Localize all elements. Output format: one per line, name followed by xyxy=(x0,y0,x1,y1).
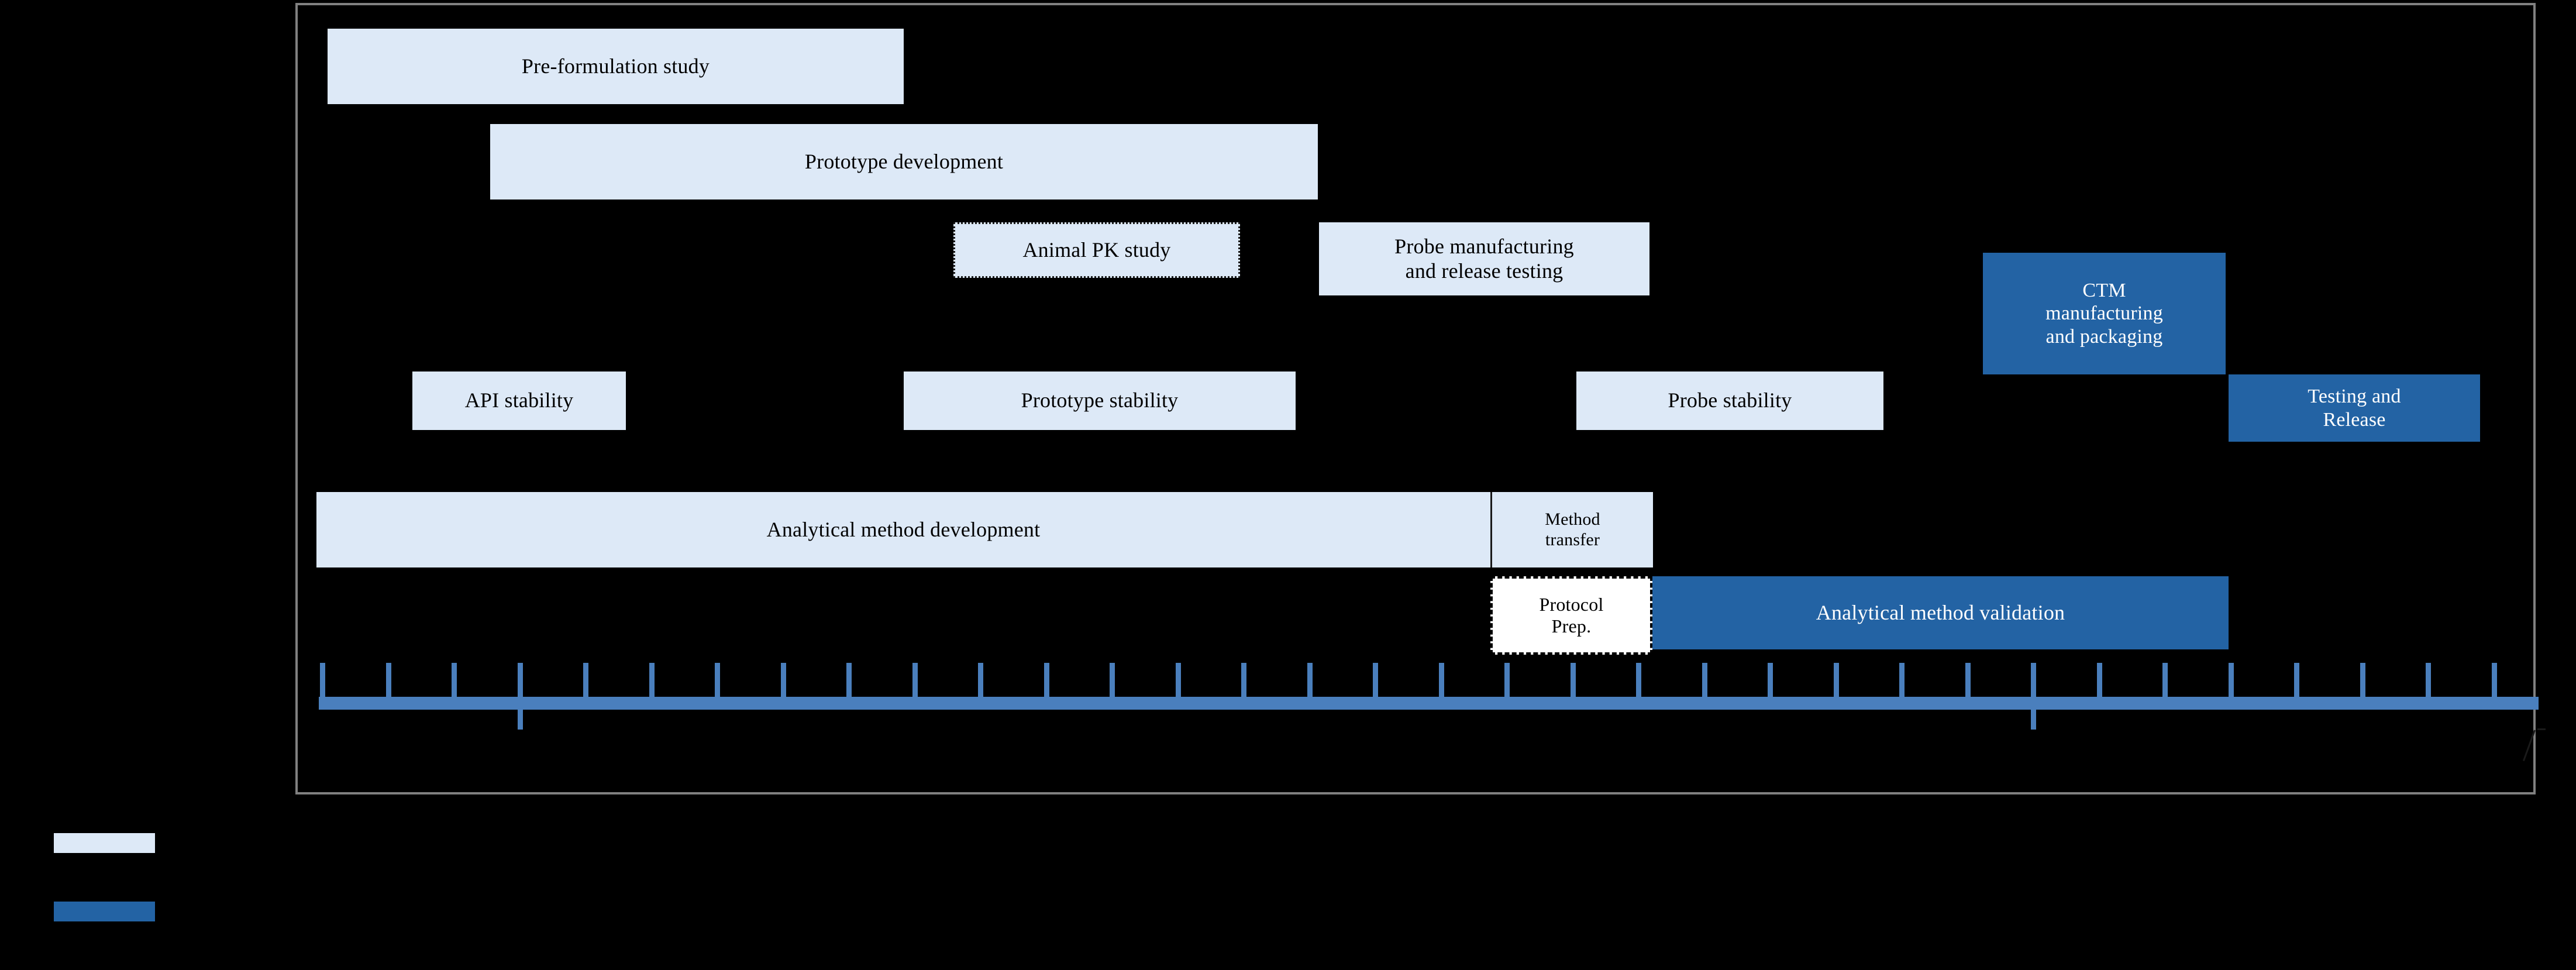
task-bar-probe-stability[interactable]: Probe stability xyxy=(1576,372,1883,430)
legend-swatch-light xyxy=(54,833,155,853)
axis-tick xyxy=(1571,663,1576,697)
task-label: API stability xyxy=(464,388,574,412)
task-label: Animal PK study xyxy=(1022,238,1171,262)
axis-tick xyxy=(1044,663,1049,697)
axis-tick xyxy=(2492,663,2497,697)
axis-tick xyxy=(1504,663,1510,697)
axis-tick-major xyxy=(2031,710,2036,730)
axis-tick xyxy=(912,663,918,697)
timeline-axis[interactable] xyxy=(319,697,2539,710)
task-bar-ctm-manufacturing[interactable]: CTM manufacturing and packaging xyxy=(1983,253,2226,374)
task-bar-prototype-stability[interactable]: Prototype stability xyxy=(904,372,1296,430)
legend-item-light[interactable] xyxy=(54,833,166,853)
legend-swatch-dark xyxy=(54,902,155,921)
axis-end-dash-icon xyxy=(2537,728,2546,730)
task-bar-testing-and-release[interactable]: Testing and Release xyxy=(2229,374,2480,442)
axis-tick xyxy=(1176,663,1181,697)
task-label: Testing and Release xyxy=(2308,386,2401,431)
task-label: CTM manufacturing and packaging xyxy=(2045,280,2163,348)
axis-tick xyxy=(2162,663,2168,697)
task-label: Probe stability xyxy=(1668,388,1792,412)
axis-tick xyxy=(978,663,983,697)
axis-tick xyxy=(715,663,720,697)
axis-tick xyxy=(1834,663,1839,697)
axis-tick xyxy=(518,663,523,697)
axis-tick xyxy=(1965,663,1971,697)
axis-tick xyxy=(649,663,655,697)
task-bar-protocol-prep[interactable]: Protocol Prep. xyxy=(1490,576,1652,655)
axis-tick xyxy=(1768,663,1773,697)
task-bar-analytical-method-development[interactable]: Analytical method development xyxy=(316,492,1490,567)
task-label: Prototype development xyxy=(804,149,1004,173)
axis-tick xyxy=(1307,663,1313,697)
task-label: Analytical method validation xyxy=(1816,600,2065,624)
axis-tick xyxy=(1899,663,1905,697)
task-bar-pre-formulation-study[interactable]: Pre-formulation study xyxy=(328,29,904,104)
axis-tick xyxy=(1702,663,1707,697)
axis-tick xyxy=(2294,663,2299,697)
task-label: Probe manufacturing and release testing xyxy=(1394,235,1574,283)
task-bar-analytical-method-validation[interactable]: Analytical method validation xyxy=(1652,576,2229,649)
axis-tick xyxy=(781,663,786,697)
axis-tick xyxy=(2229,663,2234,697)
chart-panel: Pre-formulation study Prototype developm… xyxy=(295,3,2536,794)
axis-tick xyxy=(846,663,852,697)
axis-tick-major xyxy=(518,710,523,730)
axis-tick xyxy=(2031,663,2036,697)
task-bar-prototype-development[interactable]: Prototype development xyxy=(490,124,1318,199)
task-label: Prototype stability xyxy=(1021,388,1179,412)
task-label: Method transfer xyxy=(1545,510,1600,549)
axis-tick xyxy=(1439,663,1444,697)
axis-tick xyxy=(1110,663,1115,697)
axis-tick xyxy=(1636,663,1641,697)
task-label: Pre-formulation study xyxy=(521,54,710,78)
axis-tick xyxy=(2097,663,2102,697)
task-label: Analytical method development xyxy=(766,517,1041,541)
axis-tick xyxy=(583,663,588,697)
axis-tick xyxy=(2426,663,2431,697)
axis-tick xyxy=(320,663,325,697)
axis-tick xyxy=(2360,663,2365,697)
legend-item-dark[interactable] xyxy=(54,902,166,921)
axis-tick xyxy=(386,663,391,697)
task-label: Protocol Prep. xyxy=(1539,594,1604,637)
axis-tick xyxy=(452,663,457,697)
task-bar-animal-pk-study[interactable]: Animal PK study xyxy=(953,222,1240,278)
axis-tick xyxy=(1373,663,1378,697)
task-bar-probe-manufacturing[interactable]: Probe manufacturing and release testing xyxy=(1319,222,1649,295)
task-bar-api-stability[interactable]: API stability xyxy=(412,372,626,430)
task-bar-method-transfer[interactable]: Method transfer xyxy=(1490,492,1653,567)
axis-tick xyxy=(1241,663,1246,697)
